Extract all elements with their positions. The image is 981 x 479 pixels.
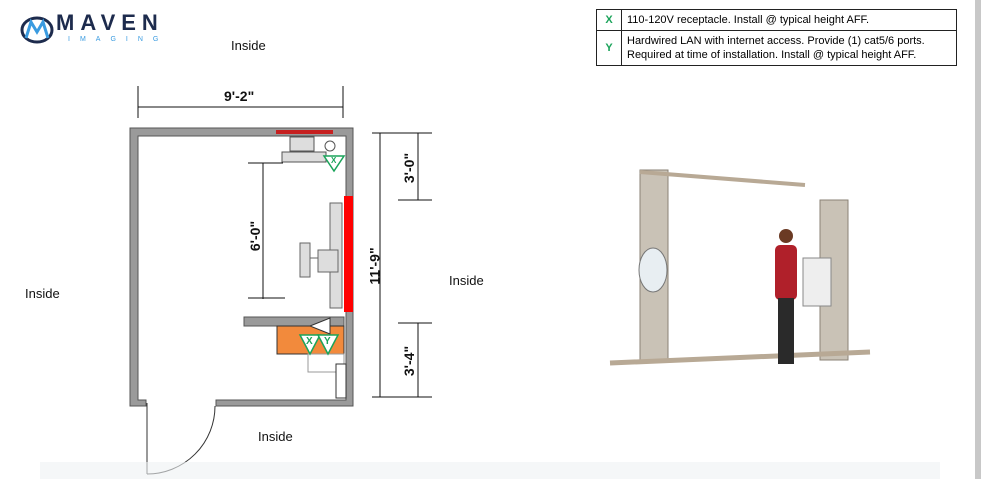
logo-subtitle: IMAGING [68,36,169,43]
legend-key: Y [596,30,622,66]
dim-height: 11'-9" [366,247,383,285]
marker-y-label: Y [324,336,331,347]
label-inside-bottom: Inside [258,429,293,444]
label-inside-left: Inside [25,286,60,301]
dim-lower: 3'-4" [401,345,418,377]
door-panel [335,363,347,399]
marker-x-top-label: X [331,156,337,165]
scrollbar[interactable] [975,0,981,479]
marker-y-icon [316,334,340,356]
legend-text: 110-120V receptacle. Install @ typical h… [621,9,957,31]
xray-table [299,202,343,309]
control-station [307,353,345,373]
receptacle-symbol [308,317,331,335]
marker-x-icon [298,334,322,356]
label-inside-top: Inside [231,38,266,53]
marker-x-top-icon [322,155,346,173]
red-wall-section [344,196,353,312]
dim-inner: 6'-0" [247,220,264,252]
equipment-image [609,169,871,366]
ceiling-mount [281,136,336,163]
dim-upper: 3'-0" [401,152,418,184]
dimension-lines [137,86,432,398]
walls [129,127,354,407]
top-red-bar [276,130,333,134]
marker-x-label: X [306,336,313,347]
logo-mark-icon [20,16,54,44]
legend-text: Hardwired LAN with internet access. Prov… [621,30,957,66]
legend-key: X [596,9,622,31]
label-inside-right: Inside [449,273,484,288]
logo-name: MAVEN [56,10,164,35]
watermark [40,462,940,479]
dim-width: 9'-2" [224,88,255,104]
